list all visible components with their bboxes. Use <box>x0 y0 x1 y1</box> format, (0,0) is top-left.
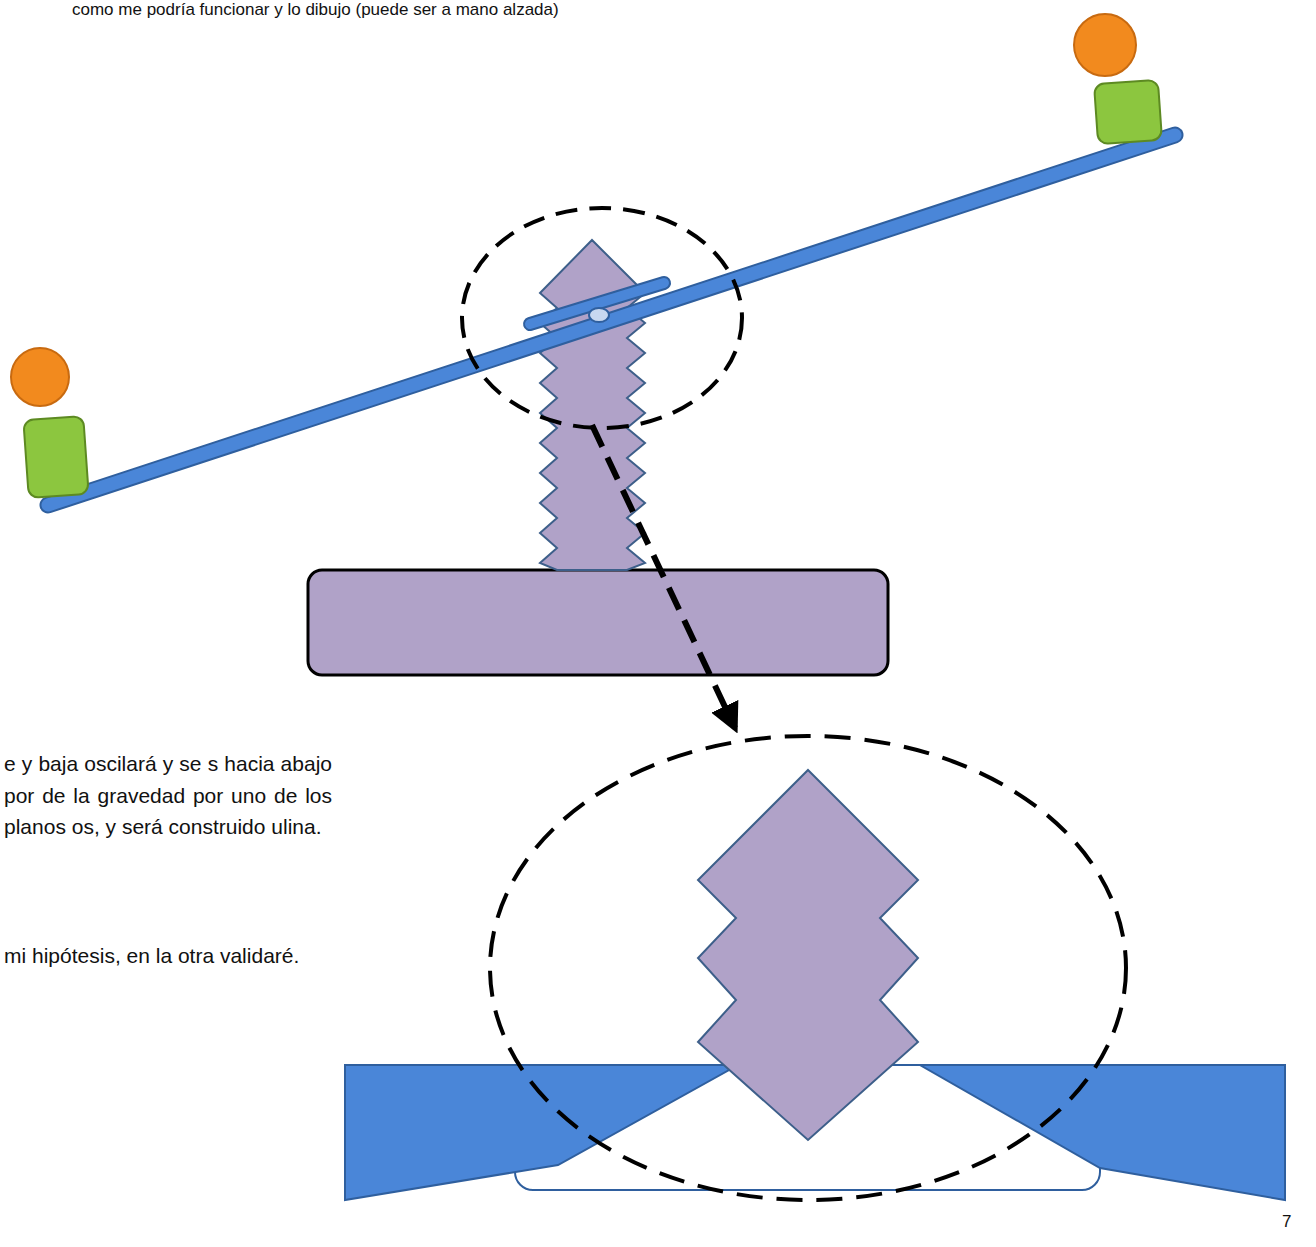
instruction-text: como me podría funcionar y lo dibujo (pu… <box>72 0 832 20</box>
detail-arrow <box>592 425 735 728</box>
plank-fill <box>48 135 1175 505</box>
post-zoom <box>698 770 918 1140</box>
figure-body <box>23 416 88 498</box>
body-paragraph: mi hipótesis, en la otra validaré. <box>4 940 332 972</box>
pivot-bar <box>530 283 664 324</box>
figure-head <box>1074 14 1136 76</box>
figure-head <box>11 348 69 406</box>
detail-circle-zoom <box>490 736 1126 1200</box>
figure-body <box>1094 80 1162 144</box>
pivot-pin <box>589 308 609 322</box>
support-right <box>920 1065 1285 1200</box>
base <box>308 570 888 675</box>
detail-circle <box>462 208 742 428</box>
body-paragraph: e y baja oscilará y se s hacia abajo por… <box>4 748 332 843</box>
pivot-bar-fill <box>530 283 664 324</box>
plank <box>48 135 1175 505</box>
page-number: 7 <box>1282 1212 1306 1232</box>
